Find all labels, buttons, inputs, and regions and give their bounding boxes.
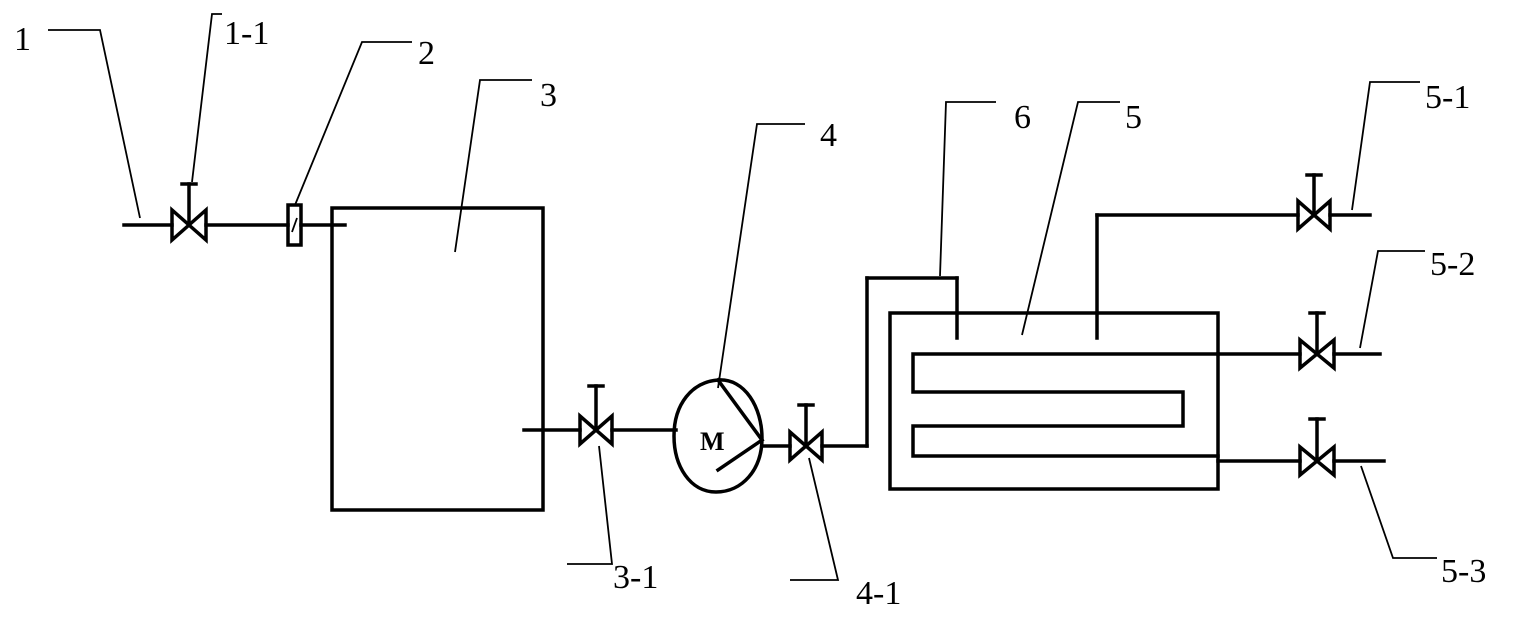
- label-inlet-valve: 1-1: [224, 15, 269, 52]
- outlet-valve-2: [1298, 311, 1336, 372]
- storage-tank: [330, 206, 545, 512]
- flow-meter: [286, 203, 303, 247]
- pump-outlet-pipe: [760, 276, 959, 448]
- outlet-valve-1: [1296, 173, 1332, 233]
- label-outlet-valve-2: 5-2: [1430, 246, 1475, 283]
- outlet-pipes: [1216, 352, 1386, 463]
- outlet-valve-3: [1298, 417, 1336, 479]
- label-outlet-valve-1: 5-1: [1425, 79, 1470, 116]
- vent-pipe: [1095, 213, 1372, 340]
- pump-motor-label: M: [700, 427, 725, 456]
- label-flow-meter: 2: [418, 35, 435, 72]
- pump-outlet-valve: [788, 403, 824, 464]
- label-inlet: 1: [14, 21, 31, 58]
- heat-exchanger: [888, 311, 1220, 491]
- label-outlet-valve-3: 5-3: [1441, 553, 1486, 590]
- pump: M: [672, 377, 765, 494]
- leader-lines: [48, 13, 1437, 581]
- label-tank: 3: [540, 77, 557, 114]
- label-coil-line: 6: [1014, 99, 1031, 136]
- tank-outlet-valve: [578, 384, 614, 448]
- label-pump-outlet-valve: 4-1: [856, 575, 901, 612]
- label-pump: 4: [820, 117, 837, 154]
- exchanger-coil: [911, 352, 1220, 458]
- label-heat-exchanger: 5: [1125, 99, 1142, 136]
- label-tank-outlet-valve: 3-1: [613, 559, 658, 596]
- inlet-valve: [170, 182, 208, 244]
